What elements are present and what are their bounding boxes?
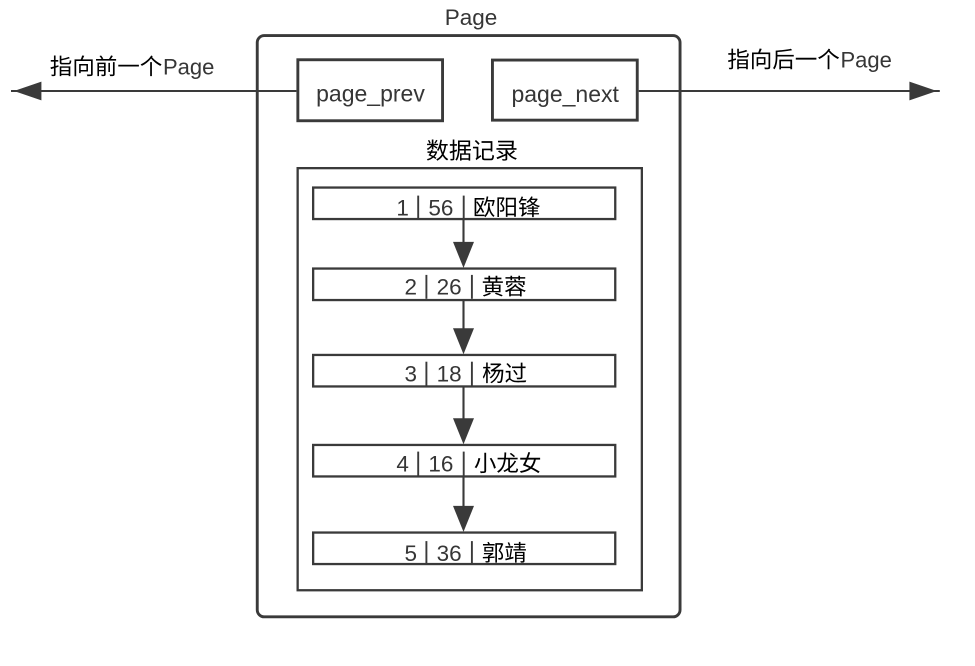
svg-text:56: 56: [428, 195, 453, 220]
svg-text:18: 18: [437, 361, 462, 386]
svg-text:4: 4: [396, 451, 409, 476]
svg-text:5: 5: [405, 541, 418, 566]
svg-text:16: 16: [428, 451, 453, 476]
svg-text:2: 2: [405, 275, 418, 300]
svg-text:page_prev: page_prev: [316, 81, 425, 107]
svg-text:page_next: page_next: [511, 81, 619, 107]
svg-text:Page: Page: [445, 5, 498, 30]
svg-text:36: 36: [437, 541, 462, 566]
svg-text:Page: Page: [841, 48, 892, 73]
svg-text:1: 1: [396, 195, 409, 220]
svg-text:Page: Page: [163, 54, 214, 79]
svg-text:3: 3: [405, 361, 418, 386]
svg-text:26: 26: [437, 275, 462, 300]
